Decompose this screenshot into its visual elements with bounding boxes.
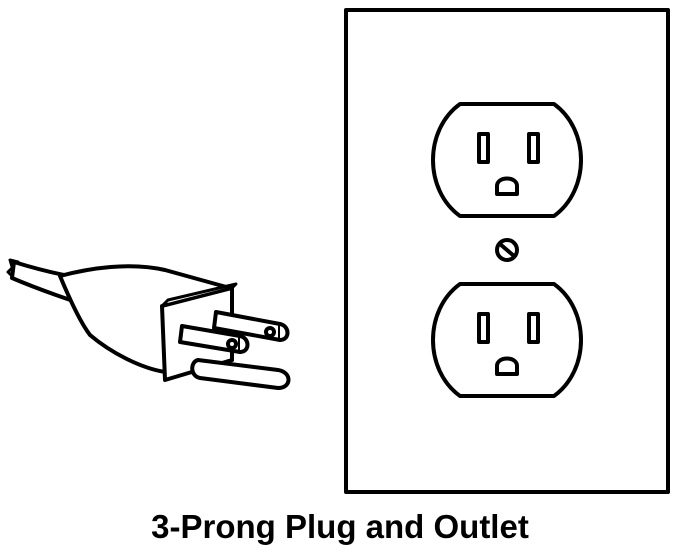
plug-face-top: [160, 282, 238, 308]
ground-pin: [190, 358, 291, 390]
center-screw: [495, 238, 519, 262]
lower-ground-hole: [495, 356, 519, 376]
upper-receptacle-face: [431, 102, 583, 218]
upper-left-slot: [477, 132, 490, 164]
lower-left-slot: [477, 312, 490, 344]
lower-receptacle: [431, 282, 583, 398]
three-prong-plug-icon: [6, 258, 291, 390]
duplex-outlet-icon: [344, 8, 670, 494]
upper-ground-hole: [495, 176, 519, 196]
lower-receptacle-face: [431, 282, 583, 398]
plug-and-outlet-illustration: [6, 8, 670, 494]
lower-right-slot: [527, 312, 540, 344]
lower-blade: [178, 324, 250, 354]
caption-title: 3-Prong Plug and Outlet: [151, 508, 529, 545]
upper-right-slot: [527, 132, 540, 164]
upper-blade: [212, 310, 290, 342]
upper-receptacle: [431, 102, 583, 218]
